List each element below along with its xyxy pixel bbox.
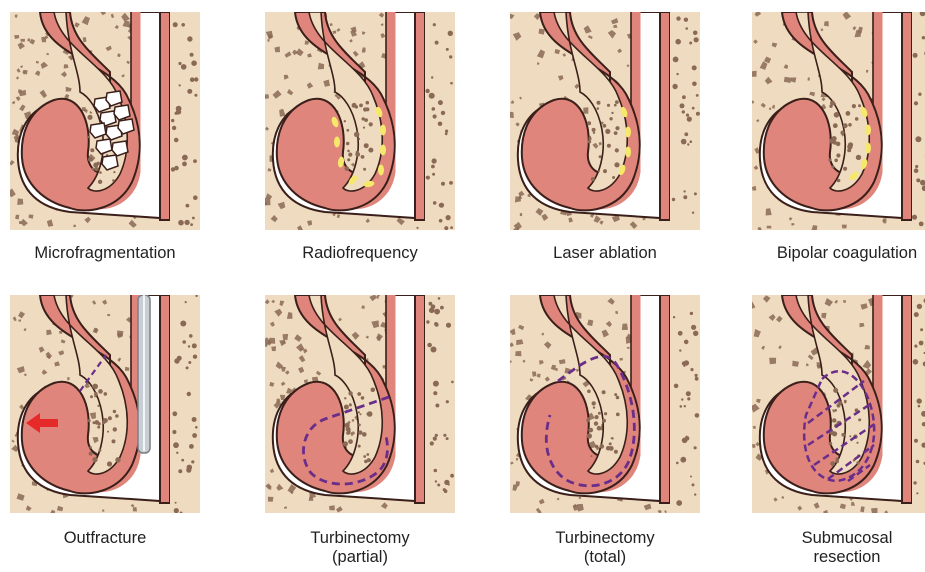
- caption-laser-ablation: Laser ablation: [505, 244, 705, 263]
- turbinate-anatomy: [10, 295, 200, 513]
- illustration-turbinectomy-partial: [265, 295, 455, 513]
- caption-line: Bipolar coagulation: [747, 244, 925, 263]
- caption-turbinectomy-partial: Turbinectomy(partial): [260, 529, 460, 567]
- panel-radiofrequency: [265, 12, 465, 230]
- caption-line: Turbinectomy: [260, 529, 460, 548]
- caption-line: Radiofrequency: [260, 244, 460, 263]
- caption-line: Laser ablation: [505, 244, 705, 263]
- caption-line: (partial): [260, 548, 460, 567]
- illustration-microfragmentation: [10, 12, 200, 230]
- caption-radiofrequency: Radiofrequency: [260, 244, 460, 263]
- turbinate-anatomy: [752, 295, 925, 513]
- panel-submucosal-resection: [752, 295, 925, 513]
- caption-turbinectomy-total: Turbinectomy(total): [505, 529, 705, 567]
- caption-microfragmentation: Microfragmentation: [5, 244, 205, 263]
- panel-laser-ablation: [510, 12, 710, 230]
- illustration-submucosal-resection: [752, 295, 925, 513]
- caption-line: (total): [505, 548, 705, 567]
- caption-outfracture: Outfracture: [5, 529, 205, 548]
- illustration-turbinectomy-total: [510, 295, 700, 513]
- illustration-radiofrequency: [265, 12, 455, 230]
- turbinate-anatomy: [265, 12, 455, 230]
- panel-microfragmentation: [10, 12, 210, 230]
- illustration-outfracture: [10, 295, 200, 513]
- illustration-laser-ablation: [510, 12, 700, 230]
- panel-bipolar-coagulation: [752, 12, 925, 230]
- caption-line: Submucosal: [747, 529, 925, 548]
- caption-line: resection: [747, 548, 925, 567]
- turbinate-anatomy: [510, 12, 700, 230]
- panel-turbinectomy-partial: [265, 295, 465, 513]
- panel-turbinectomy-total: [510, 295, 710, 513]
- illustration-bipolar-coagulation: [752, 12, 925, 230]
- turbinate-anatomy: [510, 295, 700, 513]
- caption-line: Microfragmentation: [5, 244, 205, 263]
- panel-outfracture: [10, 295, 210, 513]
- caption-bipolar-coagulation: Bipolar coagulation: [747, 244, 925, 263]
- turbinate-anatomy: [752, 12, 925, 230]
- caption-line: Turbinectomy: [505, 529, 705, 548]
- caption-line: Outfracture: [5, 529, 205, 548]
